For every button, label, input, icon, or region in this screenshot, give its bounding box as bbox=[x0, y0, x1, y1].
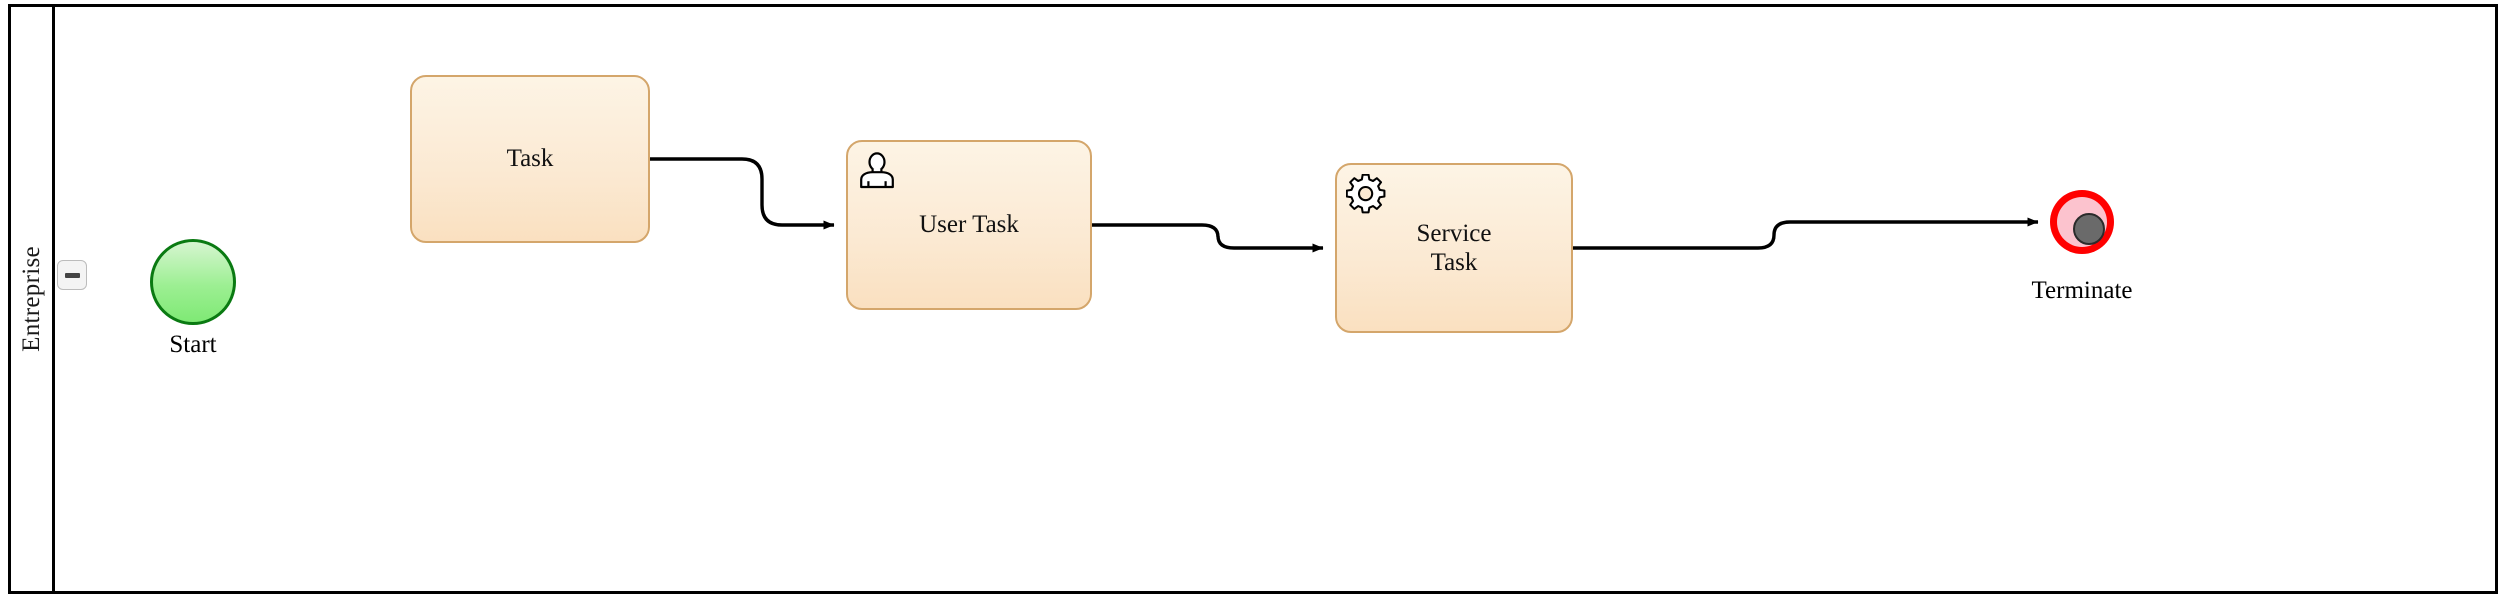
task-user[interactable]: User Task bbox=[846, 140, 1092, 310]
lane-header-label: Entreprise bbox=[17, 246, 45, 352]
terminate-event-label: Terminate bbox=[2031, 277, 2133, 304]
task-user-label: User Task bbox=[919, 211, 1019, 239]
task-plain-label: Task bbox=[506, 145, 554, 173]
pool-entreprise: Entreprise bbox=[8, 4, 2498, 594]
terminate-core-icon bbox=[2073, 213, 2105, 245]
collapse-lane-button[interactable] bbox=[57, 260, 87, 290]
gear-icon bbox=[1346, 174, 1386, 214]
task-plain[interactable]: Task bbox=[410, 75, 650, 243]
lane-header[interactable]: Entreprise bbox=[11, 7, 55, 591]
terminate-end-event[interactable] bbox=[2050, 190, 2114, 254]
start-event[interactable] bbox=[150, 239, 236, 325]
user-icon bbox=[860, 152, 894, 189]
terminate-inner-ring bbox=[2057, 197, 2107, 247]
start-event-label: Start bbox=[169, 331, 217, 358]
minus-icon bbox=[64, 272, 80, 278]
